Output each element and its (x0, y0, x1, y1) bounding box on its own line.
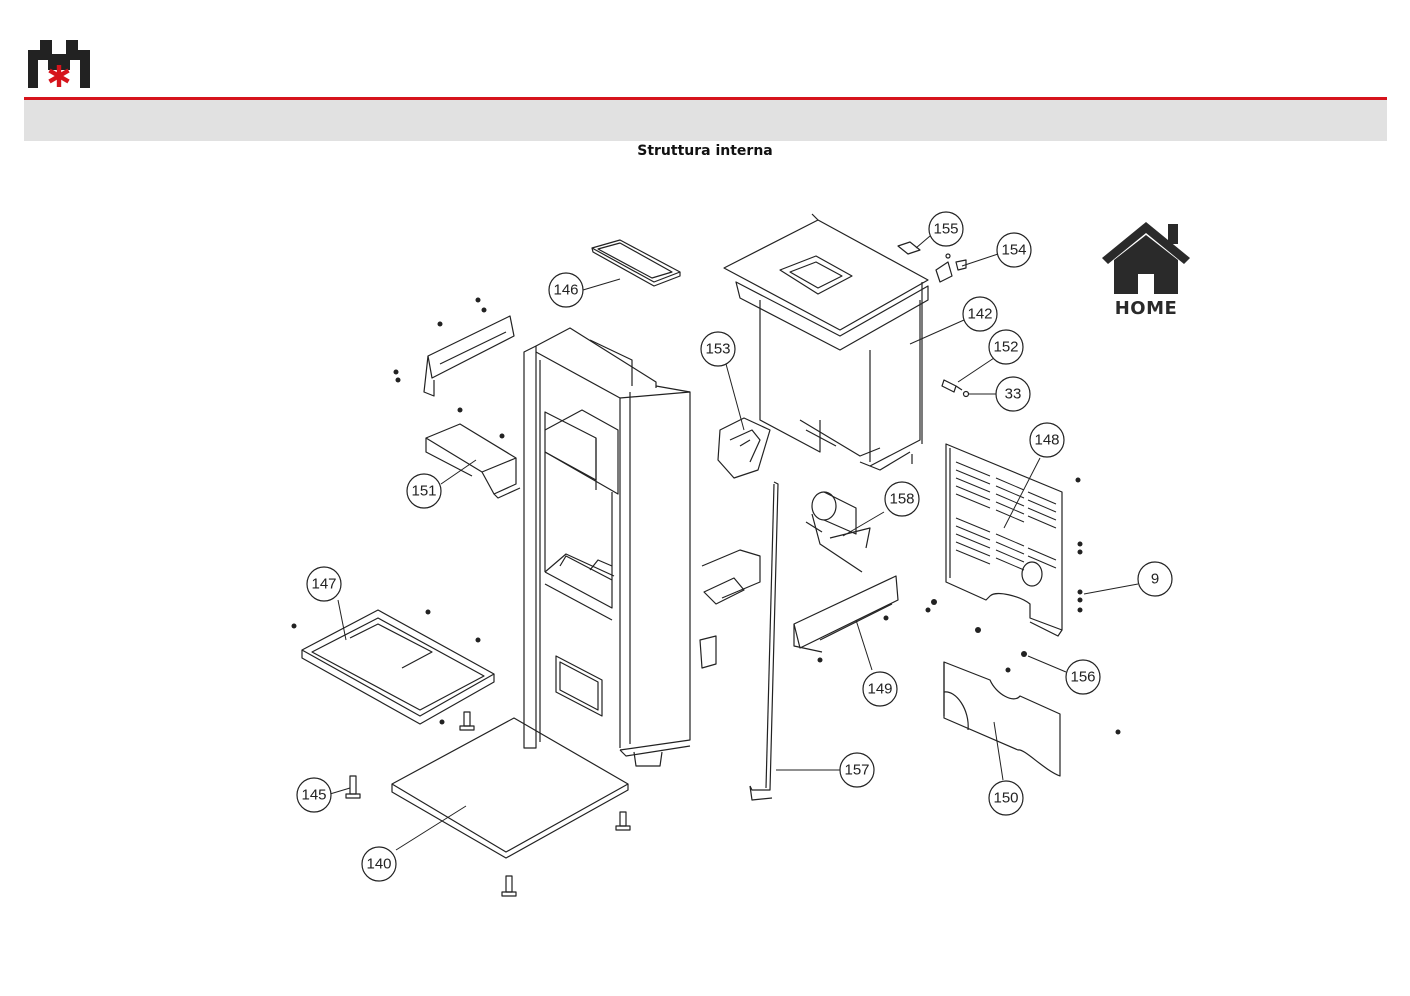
part-150-cover (943, 661, 1061, 777)
callout-151: 151 (411, 483, 436, 500)
home-button[interactable]: HOME (1098, 216, 1194, 324)
main-stove-body (523, 327, 761, 767)
part-149-rail (793, 575, 899, 653)
callout-148: 148 (1034, 432, 1059, 449)
callout-155: 155 (933, 221, 958, 238)
loose-screws (291, 297, 1121, 735)
callout-153: 153 (705, 341, 730, 358)
callout-leaders (329, 235, 1139, 851)
callout-145: 145 (301, 787, 326, 804)
part-151-bracket (425, 423, 521, 499)
part-153-fan (717, 417, 771, 479)
part-158-motor (805, 491, 871, 573)
callout-9: 9 (1151, 571, 1159, 588)
part-157-rod (749, 481, 779, 801)
house-icon (1102, 222, 1190, 294)
part-154-bracket (935, 253, 967, 283)
part-140-base (391, 717, 629, 859)
callout-140: 140 (366, 856, 391, 873)
callout-146: 146 (553, 282, 578, 299)
part-146-gasket-frame (591, 239, 681, 287)
header-band (24, 100, 1387, 141)
callout-152: 152 (993, 339, 1018, 356)
callout-bubbles (296, 211, 1173, 882)
callout-154: 154 (1001, 242, 1026, 259)
home-label: HOME (1114, 298, 1178, 319)
callout-142: 142 (967, 306, 992, 323)
part-142-hopper (723, 213, 929, 471)
part-147-frame (301, 609, 495, 725)
callout-156: 156 (1070, 669, 1095, 686)
part-155-plate (897, 241, 921, 255)
callout-147: 147 (311, 576, 336, 593)
callout-33: 33 (1005, 386, 1022, 403)
callout-157: 157 (844, 762, 869, 779)
part-rear-bracket (423, 315, 515, 397)
callout-150: 150 (993, 790, 1018, 807)
part-152-screw (941, 379, 963, 393)
callout-158: 158 (889, 491, 914, 508)
brand-logo (28, 40, 90, 88)
part-148-grille (945, 443, 1063, 637)
page-title: Struttura interna (637, 143, 773, 159)
callout-149: 149 (867, 681, 892, 698)
header-red-rule (24, 97, 1387, 100)
part-33-nut (962, 390, 970, 398)
